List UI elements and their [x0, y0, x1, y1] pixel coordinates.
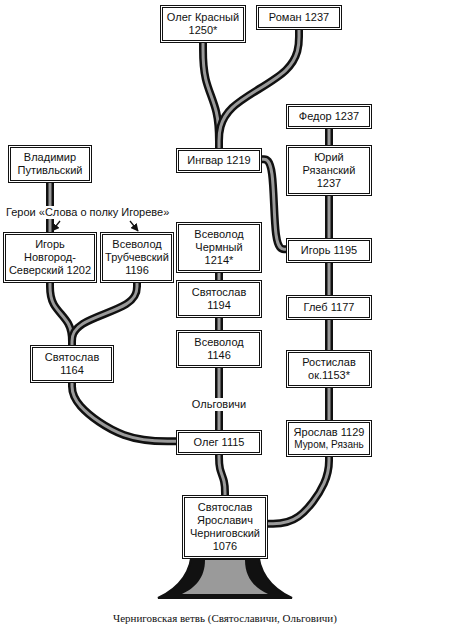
lineage-branch: [219, 273, 220, 280]
lineage-branch: [262, 159, 286, 249]
person-box: Всеволод 1146: [176, 330, 262, 368]
person-name: Ярослав 1129: [291, 426, 367, 439]
person-name: Владимир Путивльский: [13, 151, 87, 177]
branch-core: [262, 159, 286, 249]
person-name: Ростислав ок.1153*: [291, 356, 367, 382]
branch-outline: [72, 383, 176, 441]
branch-outline: [215, 318, 223, 330]
person-name: Игорь 1195: [291, 244, 367, 257]
branch-core: [328, 320, 331, 350]
branch-outline: [268, 457, 329, 524]
heroes-note: Герои «Слова о полку Игореве»: [4, 206, 171, 219]
hero-arrow: [130, 221, 138, 231]
person-box: Игорь 1195: [286, 238, 372, 263]
branch-outline: [325, 129, 333, 145]
lineage-branch: [219, 455, 225, 495]
branch-core: [219, 30, 299, 148]
person-box: Ярослав 1129Муром, Рязань: [286, 420, 372, 457]
branch-core: [328, 263, 331, 295]
lineage-branch: [329, 129, 330, 145]
person-name: Федор 1237: [291, 110, 367, 123]
lineage-branch: [72, 283, 137, 345]
lineage-branch: [219, 30, 299, 148]
person-box: Всеволод Чермный 1214*: [176, 222, 262, 273]
branch-outline: [72, 283, 137, 345]
person-box: Святослав 1164: [30, 345, 114, 383]
branch-core: [268, 457, 329, 524]
branch-outline: [325, 320, 333, 350]
person-name: Святослав 1194: [181, 286, 257, 312]
branch-core: [328, 388, 331, 420]
branch-outline: [325, 196, 333, 238]
person-name: Святослав Ярославич Черниговский 1076: [187, 501, 263, 553]
branch-outline: [325, 388, 333, 420]
branch-outline: [325, 263, 333, 295]
person-box: Святослав 1194: [176, 280, 262, 318]
branch-core: [218, 273, 221, 280]
person-name: Ингвар 1219: [181, 154, 257, 167]
person-box: Святослав Ярославич Черниговский 1076: [182, 495, 268, 559]
person-name: Святослав 1164: [35, 351, 109, 377]
lineage-branch: [329, 263, 330, 295]
person-name: Глеб 1177: [291, 301, 367, 314]
person-name: Олег 1115: [181, 436, 257, 449]
branch-outline: [219, 455, 225, 495]
person-box: Ростислав ок.1153*: [286, 350, 372, 388]
lineage-branch: [72, 383, 176, 441]
branch-core: [72, 283, 137, 345]
branch-core: [218, 318, 221, 330]
lineage-branch: [329, 196, 330, 238]
person-box: Олег Красный 1250*: [160, 5, 246, 43]
person-box: Юрий Рязанский 1237: [286, 145, 372, 196]
person-box: Ингвар 1219: [176, 148, 262, 173]
person-box: Федор 1237: [286, 104, 372, 129]
person-name: Юрий Рязанский 1237: [291, 151, 367, 190]
lineage-branch: [329, 320, 330, 350]
person-name: Всеволод Трубчевский 1196: [105, 238, 169, 277]
person-name: Игорь Новгород-Северский 1202: [8, 238, 92, 277]
person-box: Олег 1115: [176, 430, 262, 455]
caption: Черниговская ветвь (Святославичи, Ольгов…: [0, 612, 450, 624]
person-name: Всеволод Чермный 1214*: [181, 228, 257, 267]
person-name: Олег Красный 1250*: [165, 11, 241, 37]
branch-outline: [262, 159, 286, 249]
person-box: Роман 1237: [256, 5, 342, 30]
branch-core: [328, 196, 331, 238]
branch-core: [72, 383, 176, 441]
person-box: Глеб 1177: [286, 295, 372, 320]
lineage-branch: [268, 457, 329, 524]
branch-core: [219, 455, 225, 495]
person-box: Владимир Путивльский: [8, 145, 92, 183]
branch-outline: [215, 273, 223, 280]
person-box: Всеволод Трубчевский 1196: [100, 232, 174, 283]
lineage-branch: [219, 318, 220, 330]
person-name: Роман 1237: [261, 11, 337, 24]
person-box: Игорь Новгород-Северский 1202: [3, 232, 97, 283]
lineage-branch: [329, 388, 330, 420]
branch-name: Ольговичи: [190, 398, 248, 411]
tree-root-highlight: [182, 560, 268, 594]
place-note: Муром, Рязань: [291, 439, 367, 451]
branch-core: [328, 129, 331, 145]
person-name: Всеволод 1146: [181, 336, 257, 362]
branch-outline: [219, 30, 299, 148]
